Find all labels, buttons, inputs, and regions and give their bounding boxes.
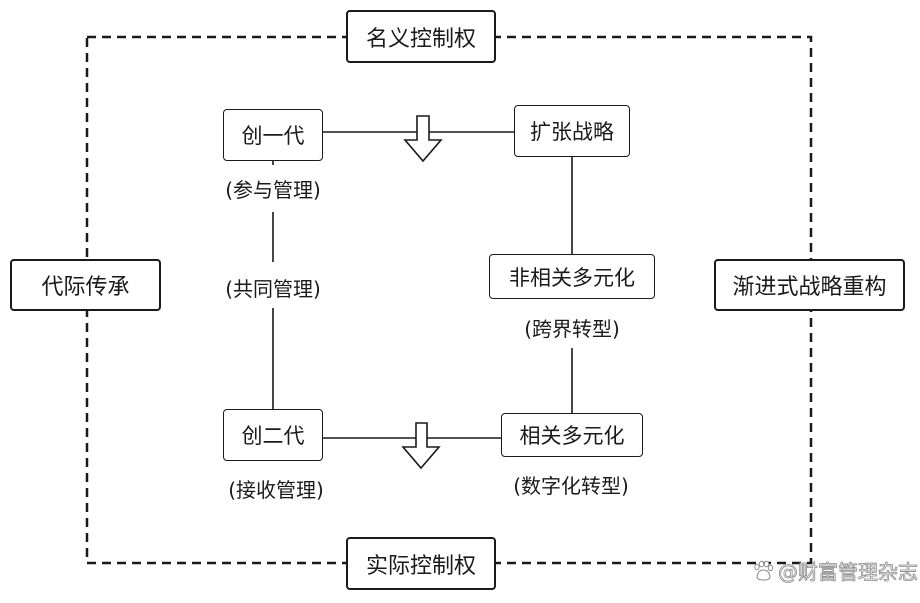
dashed-frame [85, 35, 813, 565]
related-diversification-label: 相关多元化 [519, 424, 625, 448]
expansion-strategy-box: 扩张战略 [514, 105, 630, 157]
second-generation-label: 创二代 [241, 424, 305, 448]
down-arrow-icon [401, 422, 441, 470]
takeover-management-note: (接收管理) [226, 474, 326, 503]
unrelated-diversification-label: 非相关多元化 [509, 265, 635, 290]
joint-management-note: (共同管理) [223, 273, 323, 302]
digital-transformation-note: (数字化转型) [511, 470, 631, 499]
first-generation-label: 创一代 [241, 124, 305, 148]
down-arrow-icon [403, 115, 443, 163]
actual-control-box: 实际控制权 [346, 537, 496, 590]
baidu-paw-icon [754, 560, 774, 581]
first-generation-box: 创一代 [223, 109, 323, 161]
unrelated-diversification-box: 非相关多元化 [489, 254, 655, 299]
watermark: @财富管理杂志 [752, 556, 918, 585]
intergenerational-succession-box: 代际传承 [10, 259, 161, 311]
expansion-strategy-label: 扩张战略 [530, 120, 614, 144]
gradual-strategy-restructure-label: 渐进式战略重构 [732, 275, 887, 300]
related-diversification-box: 相关多元化 [501, 413, 643, 457]
cross-industry-transformation-note: (跨界转型) [522, 313, 622, 342]
intergenerational-succession-label: 代际传承 [41, 275, 130, 300]
second-generation-box: 创二代 [223, 409, 323, 461]
participatory-management-note: (参与管理) [223, 174, 323, 203]
actual-control-label: 实际控制权 [365, 553, 476, 579]
watermark-text: @财富管理杂志 [778, 560, 919, 585]
gradual-strategy-restructure-box: 渐进式战略重构 [714, 259, 905, 311]
nominal-control-label: 名义控制权 [365, 26, 476, 52]
nominal-control-box: 名义控制权 [346, 10, 496, 63]
